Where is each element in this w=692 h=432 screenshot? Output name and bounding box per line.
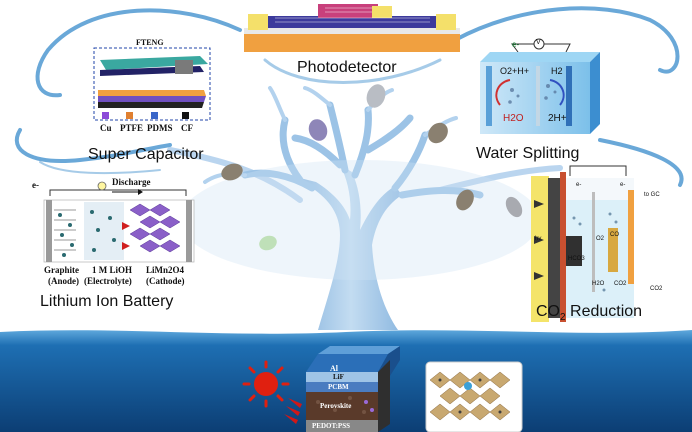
battery-device [43,181,195,263]
leaf [259,235,277,251]
tree-trunk [300,165,402,330]
sun-icon [242,360,302,424]
water-o2h-label: O2+H+ [500,66,530,76]
water-splitting-label: Water Splitting [476,145,580,162]
ribbon-left-low [39,161,161,175]
co2-hco3-label: HCO3 [568,256,585,262]
co2-co2-label: CO2 [614,281,627,287]
ribbon-left-mid [14,128,172,163]
water-h2-label: H2 [551,66,563,76]
ribbon-right-mid [598,138,684,187]
water-voltmeter-label: V [536,39,541,46]
leaf [366,84,386,108]
battery-anode-role: (Anode) [48,276,79,286]
co2-electron2-label: e- [620,182,626,188]
leaf [428,122,448,144]
fteng-device [93,47,211,121]
co2-suffix: Reduction [565,303,643,320]
co2-prefix: CO [536,303,560,320]
battery-discharge-label: Discharge [112,177,151,187]
co2-hv-label: hv [535,236,542,242]
co2-reduction-label: CO2 Reduction [536,303,642,323]
leaf [456,189,474,211]
fteng-legend-pdms: PDMS [147,123,173,133]
leaf [505,196,523,218]
ribbon-top-center [263,58,442,84]
solar-layer-pcbm: PCBM [328,383,349,391]
tree-glow [180,160,540,280]
solar-layer-lif: LiF [333,373,344,381]
water-splitting-device [480,38,600,134]
leaves [221,84,523,251]
photodetector-label: Photodetector [297,59,397,76]
co2-electron1-label: e- [576,182,582,188]
super-capacitor-label: Super Capacitor [88,146,204,163]
co2-to-gc-label: to GC [644,192,660,198]
fteng-legend-cu: Cu [100,123,112,133]
fteng-title: FTENG [136,38,164,47]
ribbon-left-top [35,8,242,98]
co2-subscript: 2 [560,312,566,324]
battery-cathode-role: (Cathode) [146,276,185,286]
co2-co-label: CO [610,232,619,238]
battery-cathode-name: LiMn2O4 [146,265,185,275]
battery-electrolyte-name: 1 M LiOH [92,265,132,275]
battery-electrolyte-role: (Electrolyte) [84,276,132,286]
solar-layer-perovskite: Perovskite [320,402,352,410]
solar-cell-device [306,346,523,432]
lithium-ion-battery-label: Lithium Ion Battery [40,293,174,310]
co2-device [531,165,634,322]
water-h2o-label: H2O [503,113,524,124]
water-hplus-label: 2H+ [548,113,567,124]
solar-layer-pedot: PEDOT:PSS [312,422,350,430]
tree-branches [241,101,484,199]
co2-co2b-label: CO2 [650,286,663,292]
leaf [221,163,243,181]
ribbon-right-arm [437,165,563,193]
co2-h2o-label: H2O [592,281,605,287]
water-electron-label: e- [512,40,520,49]
solar-layer-al: Al [330,364,338,373]
photodetector-device [244,4,460,52]
tree-silhouette [180,86,540,330]
leaf [308,119,328,141]
co2-o2-label: O2 [596,236,605,242]
fteng-legend-cf: CF [181,123,193,133]
fteng-legend-ptfe: PTFE [120,123,144,133]
battery-electron-label: e- [32,180,39,190]
battery-anode-name: Graphite [44,265,79,275]
ribbon-right-top [453,6,680,74]
